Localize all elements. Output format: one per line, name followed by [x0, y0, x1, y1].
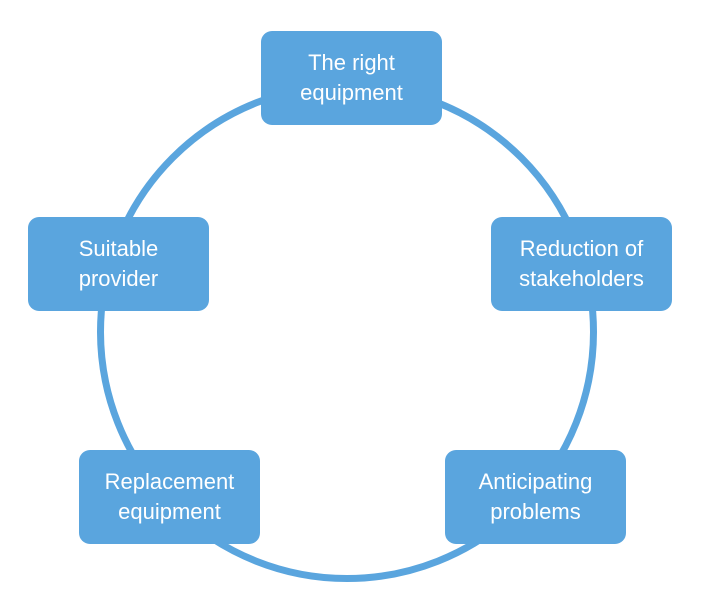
- node-label: Anticipating problems: [479, 467, 593, 527]
- node-the-right-equipment: The right equipment: [261, 31, 442, 125]
- node-label-line: Replacement: [104, 469, 235, 494]
- node-label: The right equipment: [300, 48, 403, 108]
- node-label-line: Suitable: [78, 236, 159, 261]
- node-replacement-equipment: Replacement equipment: [79, 450, 260, 544]
- node-label: Reduction of stakeholders: [519, 234, 644, 294]
- node-label-line: The right: [308, 50, 395, 75]
- node-suitable-provider: Suitable provider: [28, 217, 209, 311]
- node-label-line: problems: [490, 499, 581, 524]
- node-label: Suitable provider: [79, 234, 159, 294]
- node-label-line: provider: [78, 266, 159, 291]
- node-label-line: Reduction of: [519, 236, 644, 261]
- node-reduction-of-stakeholders: Reduction of stakeholders: [491, 217, 672, 311]
- node-label-line: Anticipating: [478, 469, 593, 494]
- node-label: Replacement equipment: [105, 467, 235, 527]
- node-label-line: stakeholders: [519, 266, 644, 291]
- node-label-line: equipment: [118, 499, 221, 524]
- node-anticipating-problems: Anticipating problems: [445, 450, 626, 544]
- node-label-line: equipment: [300, 80, 403, 105]
